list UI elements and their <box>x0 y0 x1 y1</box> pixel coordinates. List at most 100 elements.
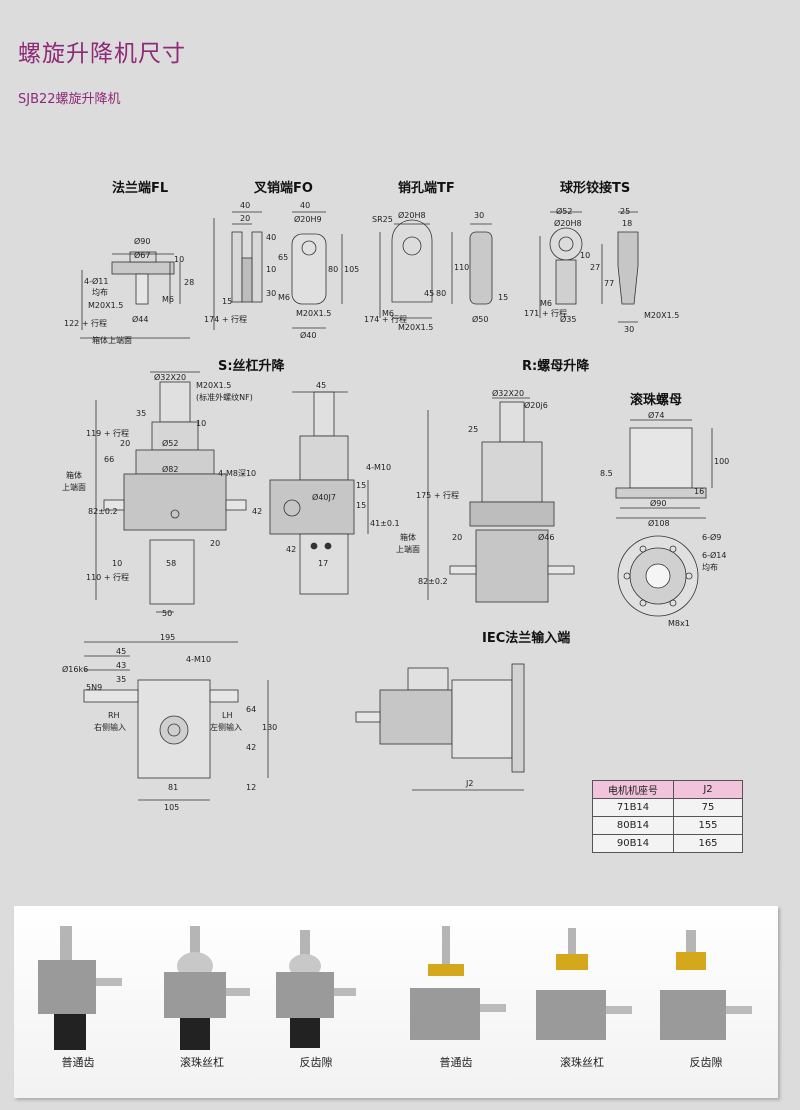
dim-label: 6-Ø14 <box>702 550 726 560</box>
dim-label: M20X1.5 <box>398 323 433 332</box>
photo-caption: 滚珠丝杠 <box>180 1056 224 1069</box>
dim-label: 42 <box>286 545 296 554</box>
dim-label: 80 <box>436 289 446 298</box>
dim-label: 15 <box>498 293 508 302</box>
dim-label: Ø35 <box>560 314 576 324</box>
dim-label: M8x1 <box>668 619 690 628</box>
dim-label: 42 <box>246 743 256 752</box>
photo-caption: 普通齿 <box>61 1056 95 1069</box>
page-title: 螺旋升降机尺寸 <box>18 41 186 67</box>
dim-label: 25 <box>468 425 478 434</box>
dim-label: Ø46 <box>538 532 554 542</box>
heading-ts: 球形铰接TS <box>560 180 630 196</box>
heading-tf: 销孔端TF <box>398 180 455 196</box>
dim-label: Ø16k6 <box>62 664 88 674</box>
dim-label: 4-Ø11 <box>84 276 108 286</box>
product-photo <box>276 930 356 1048</box>
dim-label: 16 <box>694 487 704 496</box>
dim-label: 45 <box>316 381 326 390</box>
dim-label: 50 <box>162 609 172 618</box>
dim-label: M20X1.5 <box>196 381 231 390</box>
dim-label: 20 <box>452 533 462 542</box>
dim-label: 28 <box>184 278 194 287</box>
motor-frame-table: 电机机座号 J2 71B14 75 80B14 155 90B14 165 <box>592 780 743 853</box>
dim-label: 42 <box>252 507 262 516</box>
dim-label: M20X1.5 <box>644 311 679 320</box>
dim-label: Ø40 <box>300 330 316 340</box>
dim-label: M6 <box>540 299 552 308</box>
dim-label: M6 <box>162 295 174 304</box>
dim-label: 43 <box>116 661 126 670</box>
dim-label: 65 <box>278 253 288 262</box>
dim-label: Ø20H8 <box>398 210 426 220</box>
dim-label: 40 <box>266 233 276 242</box>
dim-label: Ø52 <box>556 206 572 216</box>
dim-label: (标准外螺纹NF) <box>196 392 253 402</box>
dim-label: 81 <box>168 783 178 792</box>
dim-label: M6 <box>382 309 394 318</box>
heading-iec: IEC法兰输入端 <box>482 630 570 646</box>
dim-label: 27 <box>590 263 600 272</box>
s-front-drawing <box>95 371 247 613</box>
product-photos <box>38 926 752 1050</box>
dim-label: LH <box>222 711 232 720</box>
dim-label: 45 <box>116 647 126 656</box>
photo-caption: 滚珠丝杠 <box>560 1056 604 1069</box>
iec-drawing <box>355 663 525 791</box>
dim-label: 12 <box>246 783 256 792</box>
dim-label: Ø20j6 <box>524 400 548 410</box>
dim-label: Ø44 <box>132 314 148 324</box>
dim-label: 20 <box>240 214 250 223</box>
dim-label: 18 <box>622 219 632 228</box>
dim-label: 4-M10 <box>186 655 211 664</box>
dim-label: 64 <box>246 705 256 714</box>
dim-label: 5N9 <box>86 683 102 692</box>
dim-label: 110 + 行程 <box>86 572 129 582</box>
dim-label: Ø20H9 <box>294 214 322 224</box>
dim-label: RH <box>108 711 120 720</box>
table-header: J2 <box>673 780 743 799</box>
table-row: 71B14 75 <box>592 798 743 817</box>
dim-label: Ø32X20 <box>492 388 524 398</box>
dim-label: 40 <box>300 201 310 210</box>
table-cell: 155 <box>673 816 743 835</box>
dim-label: 4-M8深10 <box>218 469 256 478</box>
photo-caption: 反齿隙 <box>299 1056 333 1069</box>
dim-label: Ø20H8 <box>554 218 582 228</box>
product-photo-band: 普通齿 滚珠丝杠 反齿隙 普通齿 滚珠丝杠 反齿隙 <box>14 906 778 1098</box>
dim-label: 15 <box>222 297 232 306</box>
dim-label: 箱体 <box>66 470 82 480</box>
dim-label: Ø82 <box>162 464 178 474</box>
dim-label: 左侧输入 <box>210 722 242 732</box>
photo-caption: 反齿隙 <box>689 1056 723 1069</box>
dim-label: Ø74 <box>648 410 664 420</box>
dim-label: 15 <box>356 481 366 490</box>
dim-label: 均布 <box>92 287 108 297</box>
dim-label: 77 <box>604 279 614 288</box>
dim-label: M6 <box>278 293 290 302</box>
table-header: 电机机座号 <box>592 780 674 799</box>
dim-label: Ø32X20 <box>154 372 186 382</box>
dim-label: Ø50 <box>472 314 488 324</box>
table-cell: 90B14 <box>592 834 674 853</box>
dim-label: 4-M10 <box>366 463 391 472</box>
dim-label: 174 + 行程 <box>364 314 407 324</box>
dim-label: 82±0.2 <box>418 577 448 586</box>
dim-label: J2 <box>465 779 473 788</box>
table-cell: 75 <box>673 798 743 817</box>
table-cell: 71B14 <box>592 798 674 817</box>
dim-label: 80 <box>328 265 338 274</box>
table-row: 90B14 165 <box>592 834 743 853</box>
dim-label: 105 <box>164 803 179 812</box>
photo-caption: 普通齿 <box>439 1056 473 1069</box>
dim-label: 上端面 <box>62 482 86 492</box>
dim-label: 8.5 <box>600 469 613 478</box>
s-side-drawing <box>269 391 369 595</box>
dim-label: 10 <box>266 265 276 274</box>
technical-drawing: 法兰端FL 叉销端FO 销孔端TF 球形铰接TS S:丝杠升降 R:螺母升降 滚… <box>62 180 729 812</box>
ts-drawing <box>539 211 639 323</box>
dim-label: 30 <box>624 325 634 334</box>
dim-label: 6-Ø9 <box>702 532 721 542</box>
dim-label: 122 + 行程 <box>64 318 107 328</box>
dim-label: 30 <box>474 211 484 220</box>
